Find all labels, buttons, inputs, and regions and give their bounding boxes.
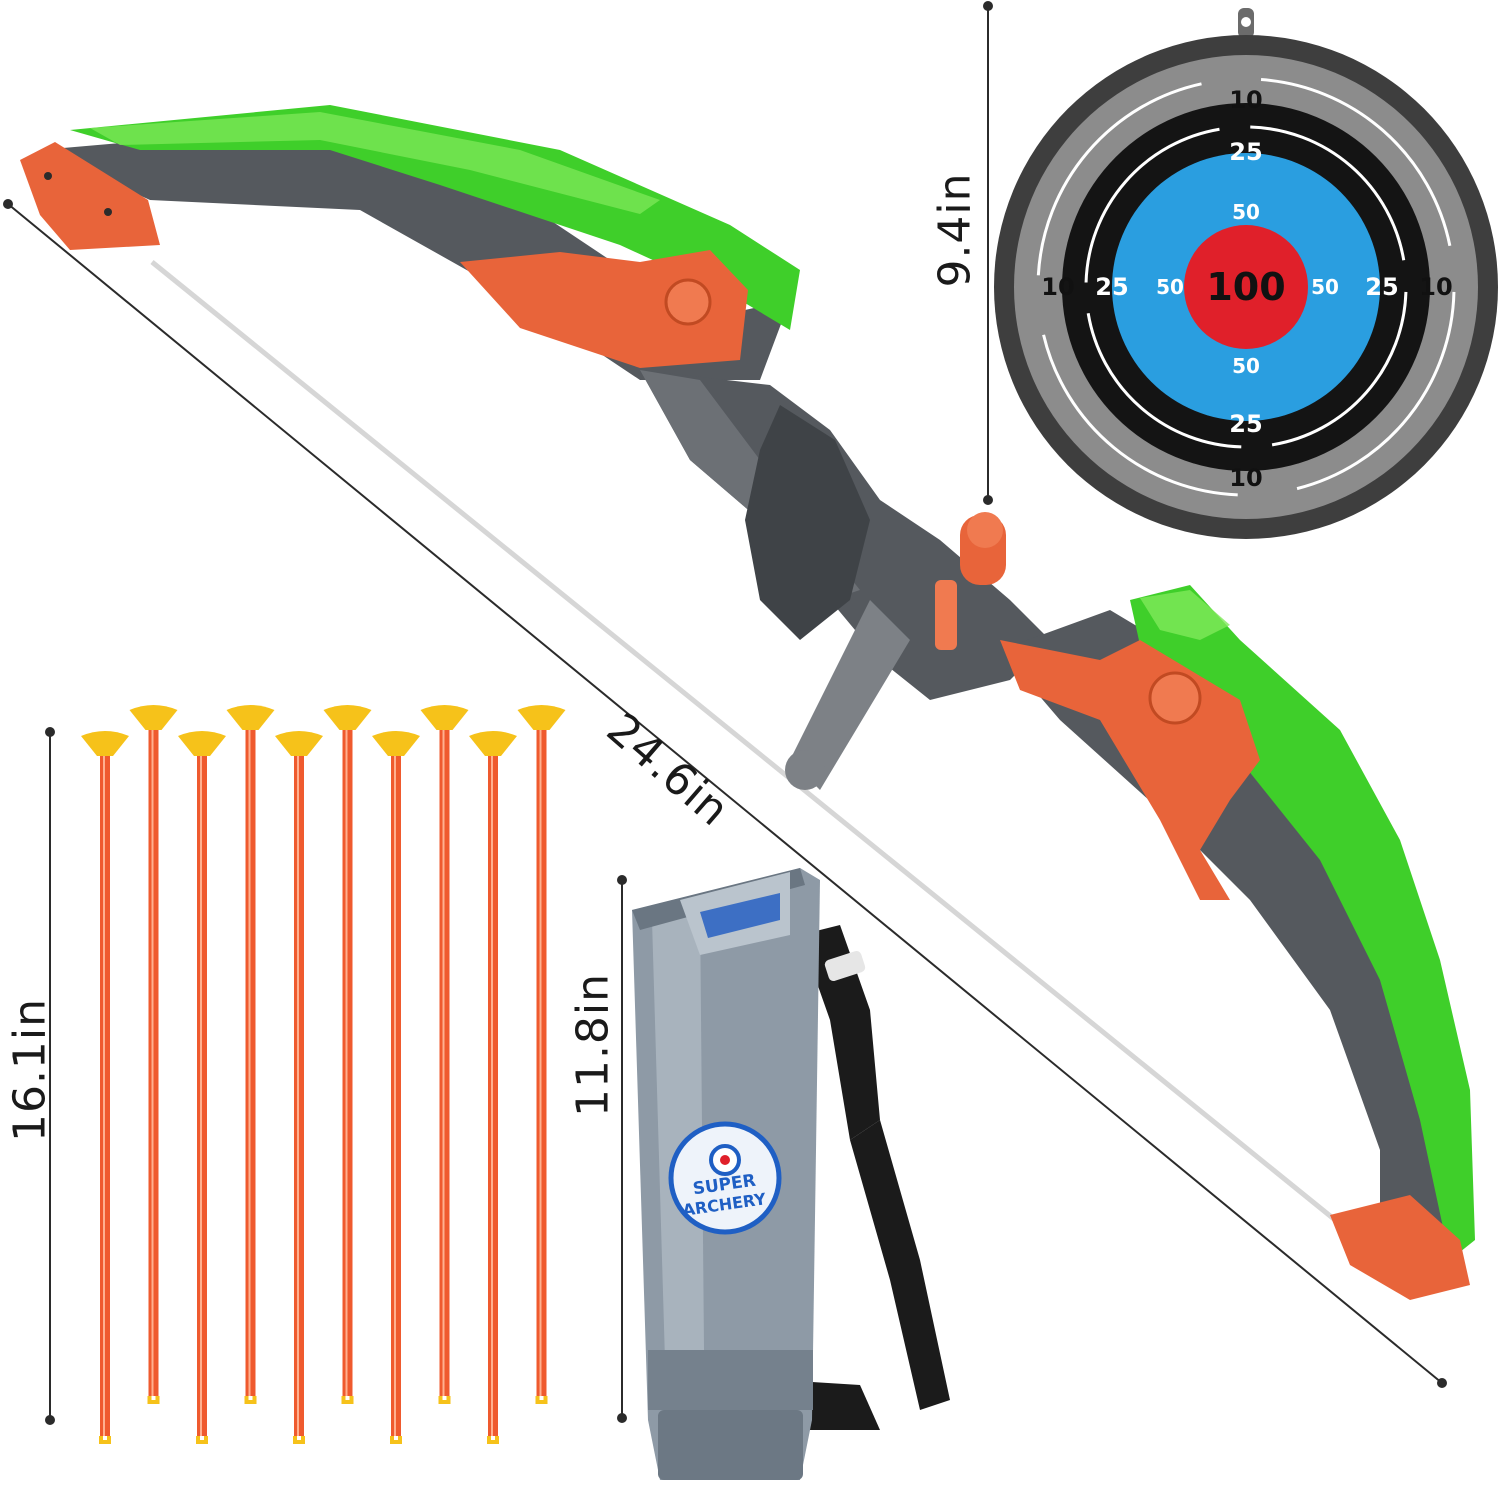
target-score-25-right: 25 <box>1365 273 1398 301</box>
arrow-suction-cup <box>178 731 226 756</box>
bow-grip <box>745 405 870 640</box>
quiver-dimension-endpoint-bottom <box>617 1413 627 1423</box>
quiver-strap-lower <box>850 1120 950 1410</box>
arrow-shaft-highlight <box>345 722 348 1396</box>
quiver-strap-upper <box>800 925 880 1140</box>
arrow-suction-cup <box>81 731 129 756</box>
arrow-nock <box>535 1396 548 1404</box>
arrow-nock <box>293 1436 305 1444</box>
arrow-nock <box>390 1436 402 1444</box>
arrow-suction-cup <box>372 731 420 756</box>
target-score-50-bottom: 50 <box>1232 354 1260 378</box>
arrow-suction-cup <box>129 705 178 730</box>
quiver-base <box>658 1410 803 1480</box>
arrow <box>275 731 323 1444</box>
target: 100 50 50 50 50 25 25 25 25 10 10 10 10 <box>994 8 1498 539</box>
bow-dimension-line <box>7 203 1443 1384</box>
bow-light-button-cap <box>967 512 1003 548</box>
target-hanger-hole <box>1241 17 1251 27</box>
arrow-dimension-endpoint-bottom <box>45 1415 55 1425</box>
bow-arrow-rest-end <box>785 750 825 790</box>
arrow-shaft-highlight <box>151 722 154 1396</box>
bow-upper-tip-hole <box>44 172 52 180</box>
target-dimension-endpoint-top <box>983 1 993 11</box>
quiver-badge-target-center <box>720 1155 730 1165</box>
arrow-shaft-highlight <box>200 748 202 1436</box>
arrow <box>178 731 226 1444</box>
bow-upper-limb-knob <box>664 278 712 326</box>
arrow-nock <box>147 1396 160 1404</box>
arrow-suction-cup <box>275 731 323 756</box>
arrow-nock <box>487 1436 499 1444</box>
target-score-10-bottom: 10 <box>1229 464 1262 492</box>
bow-lower-tip <box>1330 1195 1470 1300</box>
quiver-height-label: 11.8in <box>567 972 619 1118</box>
arrow-shaft-highlight <box>539 722 542 1396</box>
arrow-suction-cup <box>517 705 566 730</box>
arrow-shaft-highlight <box>442 722 445 1396</box>
target-score-25-bottom: 25 <box>1229 410 1262 438</box>
arrow-suction-cup <box>420 705 469 730</box>
bow-dimension-endpoint-top <box>3 199 13 209</box>
arrow-nock <box>196 1436 208 1444</box>
arrow <box>420 705 469 1404</box>
target-score-25-left: 25 <box>1095 273 1128 301</box>
bow-upper-limb-green-highlight <box>90 112 660 214</box>
bow-sight-window <box>935 580 957 650</box>
bow-upper-tip-hole <box>104 208 112 216</box>
target-bullseye <box>1184 225 1308 349</box>
arrow-nock <box>438 1396 451 1404</box>
quiver-dimension-endpoint-top <box>617 875 627 885</box>
quiver-badge <box>668 1121 782 1235</box>
target-score-100: 100 <box>1206 265 1285 309</box>
arrow <box>517 705 566 1404</box>
target-height-label: 9.4in <box>929 172 981 288</box>
quiver-strap-buckle <box>824 950 866 982</box>
arrow <box>226 705 275 1404</box>
arrow-nock <box>99 1436 111 1444</box>
arrow-length-label: 16.1in <box>4 997 56 1143</box>
arrow <box>323 705 372 1404</box>
quiver: SUPER ARCHERY <box>632 868 950 1480</box>
arrow-set <box>81 705 566 1444</box>
bow-lower-limb-green-highlight <box>1140 590 1230 640</box>
target-score-50-left: 50 <box>1156 275 1184 299</box>
arrow-suction-cup <box>469 731 517 756</box>
bow-string <box>150 260 1352 1234</box>
bow-lower-limb-knob <box>1148 671 1202 725</box>
arrow-shaft-highlight <box>491 748 493 1436</box>
target-score-10-left: 10 <box>1041 273 1074 301</box>
target-score-50-top: 50 <box>1232 200 1260 224</box>
bow-lower-limb-green <box>1130 585 1475 1260</box>
arrow <box>372 731 420 1444</box>
bow-upper-limb-plate <box>460 250 748 368</box>
target-score-10-right: 10 <box>1419 273 1452 301</box>
quiver-bottom-band <box>648 1350 813 1410</box>
arrow-suction-cup <box>226 705 275 730</box>
bow <box>20 105 1475 1300</box>
arrow-suction-cup <box>323 705 372 730</box>
target-score-50-right: 50 <box>1311 275 1339 299</box>
bow-dimension-endpoint-bottom <box>1437 1378 1447 1388</box>
target-score-25-top: 25 <box>1229 138 1262 166</box>
arrow-shaft-highlight <box>103 748 105 1436</box>
arrow <box>81 731 129 1444</box>
arrow-shaft-highlight <box>248 722 251 1396</box>
arrow-shaft-highlight <box>394 748 396 1436</box>
arrow-dimension-endpoint-top <box>45 727 55 737</box>
arrow-nock <box>341 1396 354 1404</box>
arrow-nock <box>244 1396 257 1404</box>
arrow-shaft-highlight <box>297 748 299 1436</box>
arrow <box>129 705 178 1404</box>
target-dimension-endpoint-bottom <box>983 495 993 505</box>
target-score-10-top: 10 <box>1229 86 1262 114</box>
bow-upper-tip <box>20 142 160 250</box>
arrow <box>469 731 517 1444</box>
bow-arrow-rest <box>790 600 910 790</box>
quiver-logo-decal <box>700 893 780 938</box>
dimension-lines <box>3 1 1447 1425</box>
